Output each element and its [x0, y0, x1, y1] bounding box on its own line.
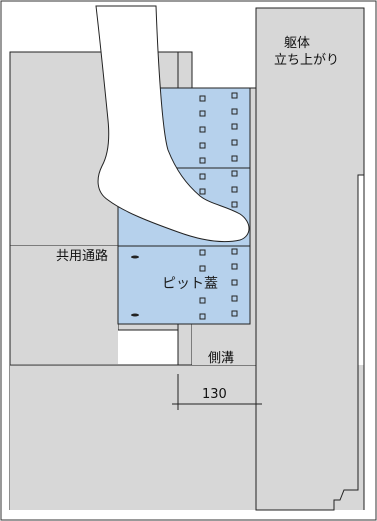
bolt	[231, 310, 238, 317]
bolt	[231, 248, 238, 255]
bolt	[199, 297, 206, 304]
label-building-body-line1: 躯体	[284, 35, 310, 51]
bolt	[199, 95, 206, 102]
bolt	[231, 279, 238, 286]
bolt	[199, 188, 206, 195]
lid-handle	[131, 255, 139, 259]
bolt	[231, 92, 238, 99]
bolt	[199, 173, 206, 180]
bolt	[199, 249, 206, 256]
label-side-gutter: 側溝	[208, 351, 234, 366]
bolt	[231, 295, 238, 302]
pit-lid-lower	[117, 245, 251, 325]
label-building-body-line2: 立ち上がり	[274, 53, 339, 68]
bolt	[231, 263, 238, 270]
bolt	[231, 186, 238, 193]
bolt	[231, 170, 238, 177]
bolt	[199, 313, 206, 320]
bolt	[231, 139, 238, 146]
bolt	[199, 110, 206, 117]
foot-icon	[95, 5, 250, 243]
lid-handle	[131, 313, 139, 317]
bolt	[231, 123, 238, 130]
label-pit-lid: ピット蓋	[162, 276, 218, 292]
bolt	[199, 142, 206, 149]
bolt	[231, 201, 238, 208]
dimension-130	[172, 374, 262, 410]
label-dimension: 130	[202, 387, 227, 402]
passage-slab-lower	[10, 246, 118, 364]
label-shared-passage: 共用通路	[56, 248, 108, 264]
bolt	[199, 157, 206, 164]
bolt	[231, 155, 238, 162]
building-wall	[255, 7, 365, 511]
bolt	[199, 265, 206, 272]
bolt	[199, 126, 206, 133]
bolt	[231, 108, 238, 115]
